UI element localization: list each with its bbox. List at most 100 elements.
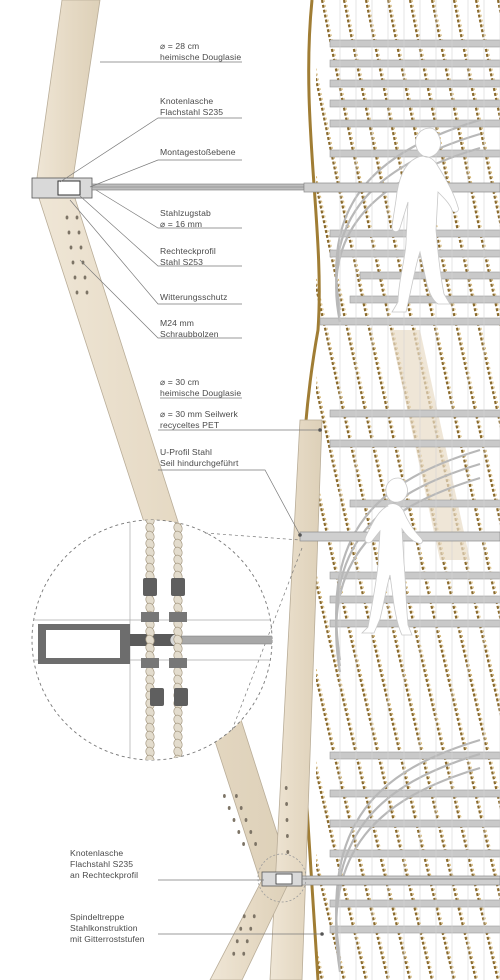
column-upper-left: [35, 0, 101, 186]
stair-tread: [329, 819, 500, 828]
bolt: [69, 245, 73, 250]
label-column-28cm: ⌀ = 28 cm heimische Douglasie: [160, 41, 242, 62]
label-knotenlasche-upper: Knotenlasche Flachstahl S235: [160, 96, 224, 117]
person-lower: [361, 477, 423, 636]
rope-strand: [452, 0, 500, 228]
stair-tread: [329, 149, 500, 158]
rope-strand: [342, 0, 500, 717]
rope-strand: [316, 73, 500, 902]
bolt: [83, 275, 87, 280]
bolt: [284, 786, 288, 790]
label-knotenlasche-lower: Knotenlasche Flachstahl S235 an Rechteck…: [70, 848, 139, 880]
detail-rope-twist: [144, 762, 155, 774]
bolt: [65, 215, 69, 220]
bolt: [223, 794, 226, 798]
bolt: [242, 914, 246, 919]
handrail-arc: [335, 476, 481, 673]
bolt: [245, 939, 249, 944]
label-stahlzugstab: Stahlzugstab ⌀ = 16 mm: [160, 208, 211, 229]
stair-tread: [349, 499, 500, 508]
label-schraubbolzen: M24 mm Schraubbolzen: [160, 318, 219, 339]
rope-strand: [0, 0, 36, 980]
bolt: [286, 834, 289, 838]
bolt: [249, 926, 253, 931]
bolt: [67, 230, 71, 235]
stair-tread: [329, 119, 500, 128]
bolt: [242, 951, 246, 956]
rope-strand: [430, 0, 500, 329]
stair-tread: [329, 439, 500, 448]
stair-tread: [329, 39, 500, 48]
rope-strand-highlight: [0, 0, 16, 980]
bolt: [85, 290, 89, 295]
rect-profile: [57, 180, 81, 196]
label-montagestossebene: Montagestoßebene: [160, 147, 236, 157]
detail-rect-hollow: [46, 630, 120, 658]
bolt: [242, 842, 246, 846]
person-upper: [391, 127, 459, 313]
bolt: [235, 939, 239, 944]
bolt: [285, 818, 289, 822]
label-column-30cm: ⌀ = 30 cm heimische Douglasie: [160, 377, 242, 398]
stair-tread: [329, 409, 500, 418]
bolt: [237, 830, 241, 834]
stair-tread: [329, 99, 500, 108]
bolt-holes: [65, 215, 290, 956]
label-seilwerk: ⌀ = 30 mm Seilwerk recyceltes PET: [160, 409, 238, 430]
rope-strand: [386, 0, 500, 526]
label-spindeltreppe: Spindeltreppe Stahlkonstruktion mit Gitt…: [70, 912, 145, 944]
detail-rod: [177, 635, 272, 645]
bolt: [232, 818, 236, 822]
stair-tread: [329, 619, 500, 628]
handrail-arc: [335, 462, 481, 667]
bolt: [77, 230, 81, 235]
detail-rope-twist: [172, 762, 183, 774]
stair-tread: [329, 595, 500, 604]
stair-tread: [329, 79, 500, 88]
rope-strand: [320, 0, 500, 810]
rope-strand-highlight: [0, 0, 38, 980]
bolt: [73, 275, 77, 280]
bolt: [79, 245, 83, 250]
handrail-arc: [335, 766, 481, 973]
person-figures: [361, 127, 459, 636]
detail-rope-twist: [145, 754, 155, 760]
detail-connector-top: [204, 532, 301, 541]
column-diagonal-right: [269, 419, 323, 980]
detail-magnifier: [31, 519, 303, 774]
stair-tread: [329, 59, 500, 68]
label-u-profil: U-Profil Stahl Seil hindurchgeführt: [160, 447, 239, 468]
label-rechteckprofil: Rechteckprofil Stahl S253: [160, 246, 216, 267]
bolt: [75, 215, 79, 220]
leader-dots: [298, 428, 324, 936]
bolt: [285, 802, 288, 806]
bolt: [232, 951, 236, 956]
bolt: [75, 290, 79, 295]
stair-tread: [329, 751, 500, 760]
upper-node: [31, 177, 305, 199]
stair-tread: [329, 849, 500, 858]
bolt: [249, 830, 253, 834]
lower-node: [257, 853, 500, 903]
stair-tread: [329, 571, 500, 580]
bolt: [235, 794, 238, 798]
bolt: [71, 260, 75, 265]
label-witterungsschutz: Witterungsschutz: [160, 292, 228, 302]
leader-lines: [59, 61, 320, 935]
stair-tread: [319, 317, 500, 326]
detail-clamps: [141, 578, 188, 706]
stair-tread: [329, 925, 500, 934]
bolt: [239, 926, 243, 931]
bolt: [286, 850, 290, 854]
rope-strand: [364, 0, 500, 622]
bolt: [239, 806, 243, 810]
rope-strand-highlight: [477, 0, 500, 111]
stair-tread: [349, 295, 500, 304]
bolt: [252, 914, 256, 919]
rope-strand: [0, 0, 14, 980]
stair-tread: [329, 899, 500, 908]
handrail-arc: [335, 146, 481, 323]
lower-node-circle: [257, 853, 307, 903]
bolt: [227, 806, 231, 810]
